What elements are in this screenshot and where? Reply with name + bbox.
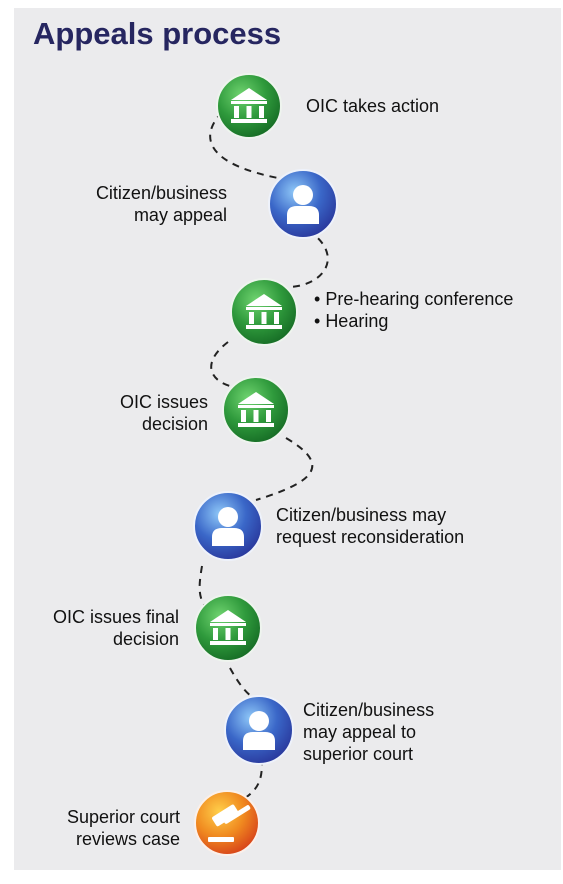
step-1-label: OIC takes action bbox=[306, 96, 440, 116]
step-3-label: Pre-hearing conference Hearing bbox=[314, 288, 513, 332]
connector-1-2 bbox=[209, 111, 279, 179]
step-4-node bbox=[222, 376, 290, 444]
step-2-node bbox=[268, 169, 338, 239]
connector-4-5 bbox=[255, 437, 314, 501]
step-5-label: Citizen/business may request reconsidera… bbox=[276, 505, 465, 547]
step-7-label: Citizen/business may appeal to superior … bbox=[303, 700, 435, 764]
step-7-node bbox=[224, 695, 294, 765]
step-8-label: Superior court reviews case bbox=[66, 807, 180, 849]
bank-icon bbox=[231, 88, 267, 123]
step-5-node bbox=[193, 491, 263, 561]
connector-2-3 bbox=[289, 229, 329, 288]
step-4-label: OIC issues decision bbox=[119, 392, 208, 434]
page-title: Appeals process bbox=[33, 16, 282, 51]
bank-icon bbox=[246, 294, 282, 329]
person-icon bbox=[287, 185, 319, 224]
step-6-label: OIC issues final decision bbox=[52, 607, 179, 649]
connector-3-4 bbox=[210, 341, 241, 389]
bank-icon bbox=[210, 610, 246, 645]
step-3-node bbox=[230, 278, 298, 346]
bullet-item: Pre-hearing conference bbox=[314, 288, 513, 310]
person-icon bbox=[243, 711, 275, 750]
step-2-label: Citizen/business may appeal bbox=[95, 183, 227, 225]
step-1-node bbox=[216, 73, 282, 139]
step-6-node bbox=[194, 594, 262, 662]
step-8-node bbox=[194, 790, 260, 856]
bullet-item: Hearing bbox=[314, 310, 513, 332]
person-icon bbox=[212, 507, 244, 546]
gavel-icon bbox=[208, 804, 251, 842]
bank-icon bbox=[238, 392, 274, 427]
